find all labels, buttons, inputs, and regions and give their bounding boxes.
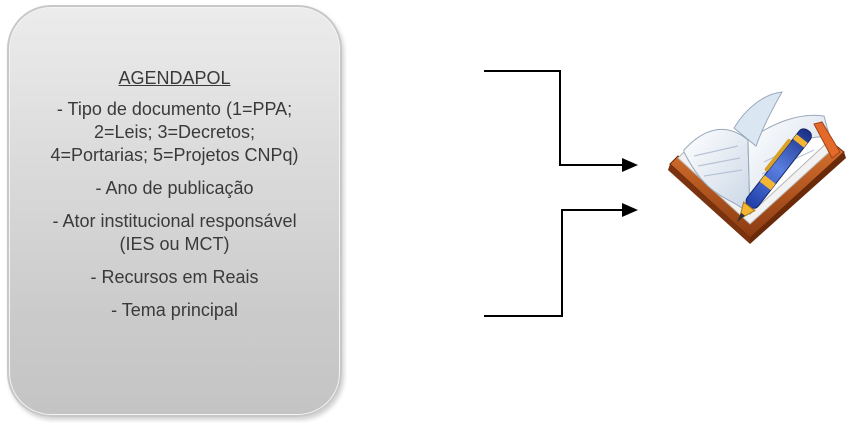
lower-connector-line bbox=[484, 209, 624, 317]
lower-arrowhead bbox=[622, 203, 638, 217]
open-book-with-pen-icon bbox=[668, 91, 846, 244]
card-item-year: - Ano de publicação bbox=[9, 177, 340, 200]
card-item-line: 4=Portarias; 5=Projetos CNPq) bbox=[50, 145, 299, 165]
card-item-line: - Recursos em Reais bbox=[90, 267, 259, 287]
card-item-line: - Tipo de documento (1=PPA; bbox=[56, 99, 293, 119]
card-item-line: - Tema principal bbox=[111, 300, 238, 320]
card-item-main-theme: - Tema principal bbox=[9, 299, 340, 322]
upper-connector-line bbox=[484, 70, 624, 166]
card-item-institutional-actor: - Ator institucional responsável (IES ou… bbox=[9, 210, 340, 256]
card-item-resources: - Recursos em Reais bbox=[9, 266, 340, 289]
card-item-line: - Ano de publicação bbox=[95, 178, 254, 198]
card-title: AGENDAPOL bbox=[118, 68, 231, 88]
card-item-document-type: - Tipo de documento (1=PPA; 2=Leis; 3=De… bbox=[9, 98, 340, 167]
card-item-line: (IES ou MCT) bbox=[119, 234, 230, 254]
card-item-line: - Ator institucional responsável bbox=[52, 211, 297, 231]
card-content: AGENDAPOL - Tipo de documento (1=PPA; 2=… bbox=[9, 67, 340, 332]
card-item-line: 2=Leis; 3=Decretos; bbox=[93, 122, 256, 142]
upper-arrowhead bbox=[622, 158, 638, 172]
variables-card: AGENDAPOL - Tipo de documento (1=PPA; 2=… bbox=[7, 5, 342, 417]
